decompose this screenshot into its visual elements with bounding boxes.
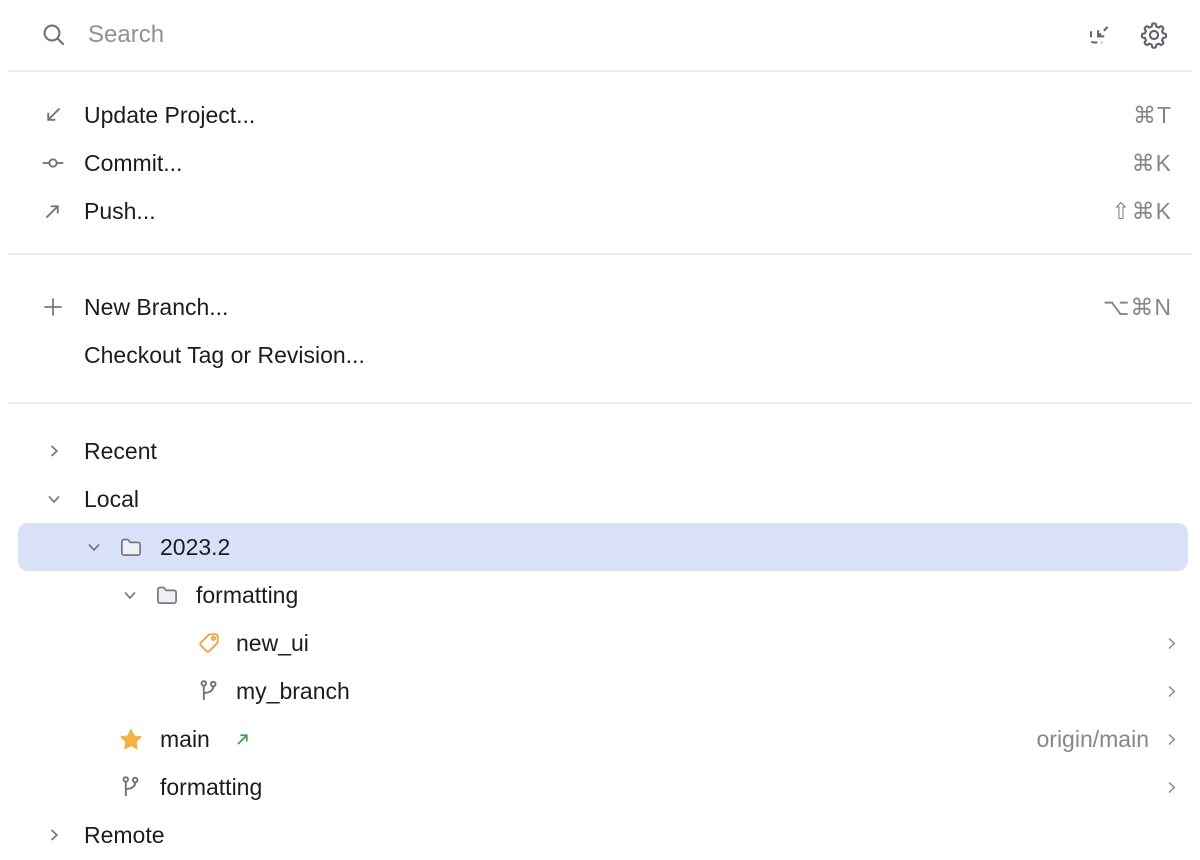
menu-item-label: Update Project... bbox=[84, 101, 256, 128]
tree-node-2023-2[interactable]: 2023.2 bbox=[0, 523, 1200, 571]
tree-node-label: Local bbox=[84, 485, 139, 512]
vcs-actions-section: Update Project... ⌘T Commit... ⌘K Push..… bbox=[0, 72, 1200, 253]
tree-node-label: Recent bbox=[84, 437, 157, 464]
menu-item-push[interactable]: Push... ⇧⌘K bbox=[0, 187, 1200, 235]
folder-icon bbox=[118, 534, 144, 560]
branches-tree: Recent Local 2023.2 bbox=[0, 404, 1200, 859]
submenu-chevron-icon[interactable] bbox=[1163, 635, 1180, 652]
chevron-right-icon[interactable] bbox=[44, 825, 64, 845]
arrow-down-left-icon bbox=[40, 102, 66, 128]
folder-icon bbox=[154, 582, 180, 608]
tree-node-label: my_branch bbox=[236, 677, 350, 704]
menu-item-label: Commit... bbox=[84, 149, 183, 176]
tree-node-recent[interactable]: Recent bbox=[0, 427, 1200, 475]
shortcut-hint: ⌘T bbox=[1132, 101, 1172, 128]
menu-item-checkout-tag[interactable]: Checkout Tag or Revision... bbox=[0, 331, 1200, 379]
empty-icon-slot bbox=[40, 342, 66, 368]
shortcut-hint: ⇧⌘K bbox=[1111, 197, 1172, 224]
submenu-chevron-icon[interactable] bbox=[1163, 779, 1180, 796]
submenu-chevron-icon[interactable] bbox=[1163, 683, 1180, 700]
menu-item-update-project[interactable]: Update Project... ⌘T bbox=[0, 91, 1200, 139]
plus-icon bbox=[40, 294, 66, 320]
search-input[interactable]: Search bbox=[0, 0, 1200, 70]
divider bbox=[8, 253, 1192, 255]
menu-item-new-branch[interactable]: New Branch... ⌥⌘N bbox=[0, 283, 1200, 331]
search-icon bbox=[40, 21, 68, 49]
menu-item-commit[interactable]: Commit... ⌘K bbox=[0, 139, 1200, 187]
tree-node-label: formatting bbox=[160, 773, 263, 800]
branch-icon bbox=[196, 678, 222, 704]
tree-node-label: formatting bbox=[196, 581, 299, 608]
menu-item-label: Push... bbox=[84, 197, 156, 224]
branch-actions-section: New Branch... ⌥⌘N Checkout Tag or Revisi… bbox=[0, 255, 1200, 402]
tree-node-label: main bbox=[160, 725, 210, 752]
branch-icon bbox=[118, 774, 144, 800]
tree-node-label: new_ui bbox=[236, 629, 309, 656]
tree-node-formatting-branch[interactable]: formatting bbox=[0, 763, 1200, 811]
chevron-down-icon[interactable] bbox=[120, 585, 140, 605]
commit-node-icon bbox=[40, 150, 66, 176]
empty-chevron-slot bbox=[84, 777, 104, 797]
shortcut-hint: ⌥⌘N bbox=[1102, 293, 1172, 320]
submenu-chevron-icon[interactable] bbox=[1163, 731, 1180, 748]
tree-node-label: Remote bbox=[84, 821, 165, 848]
settings-gear-icon[interactable] bbox=[1138, 19, 1170, 51]
selection-highlight bbox=[18, 523, 1188, 571]
arrow-up-right-icon bbox=[40, 198, 66, 224]
divider bbox=[8, 402, 1192, 404]
favorite-star-icon[interactable] bbox=[118, 726, 144, 752]
tree-node-label: 2023.2 bbox=[160, 533, 231, 560]
menu-item-label: Checkout Tag or Revision... bbox=[84, 341, 365, 368]
shortcut-hint: ⌘K bbox=[1131, 149, 1172, 176]
outgoing-commits-arrow-icon bbox=[234, 730, 252, 748]
tracking-branch-label: origin/main bbox=[1036, 725, 1150, 752]
open-in-tool-window-icon[interactable] bbox=[1084, 20, 1114, 50]
tree-node-new-ui[interactable]: new_ui bbox=[0, 619, 1200, 667]
tree-node-remote[interactable]: Remote bbox=[0, 811, 1200, 859]
search-placeholder: Search bbox=[88, 21, 165, 48]
divider bbox=[8, 70, 1192, 72]
tree-node-my-branch[interactable]: my_branch bbox=[0, 667, 1200, 715]
chevron-down-icon[interactable] bbox=[44, 489, 64, 509]
tag-icon bbox=[196, 630, 222, 656]
chevron-right-icon[interactable] bbox=[44, 441, 64, 461]
tree-node-local[interactable]: Local bbox=[0, 475, 1200, 523]
empty-chevron-slot bbox=[84, 729, 104, 749]
chevron-down-icon[interactable] bbox=[84, 537, 104, 557]
menu-item-label: New Branch... bbox=[84, 293, 229, 320]
tree-node-main[interactable]: main origin/main bbox=[0, 715, 1200, 763]
tree-node-formatting-folder[interactable]: formatting bbox=[0, 571, 1200, 619]
